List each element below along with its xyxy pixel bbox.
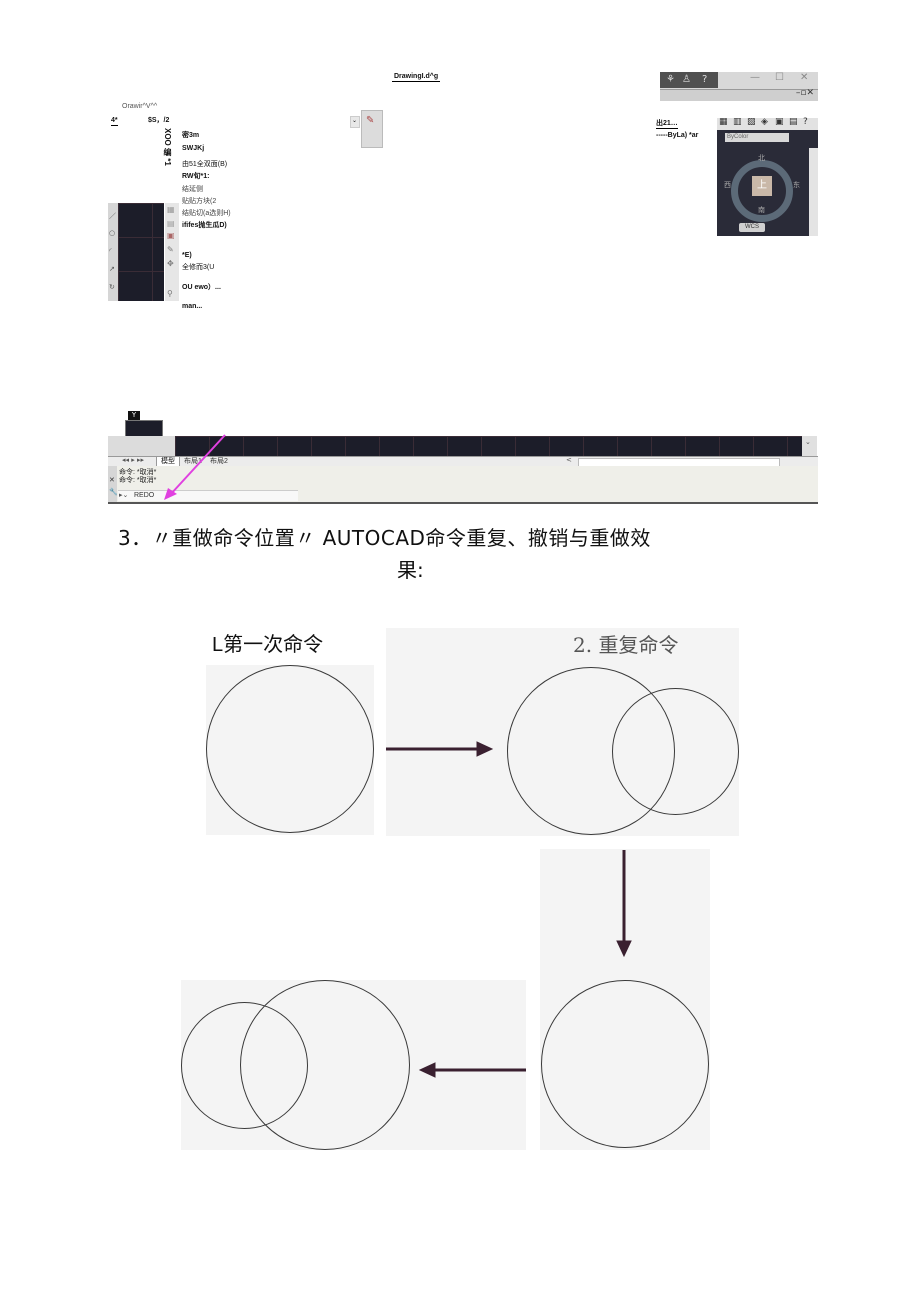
- calc-icon[interactable]: ▤: [789, 117, 798, 127]
- menu-item[interactable]: 贴贴方块(2: [182, 198, 217, 205]
- menu-item[interactable]: man...: [182, 303, 203, 310]
- drawing-viewport-fragment[interactable]: [118, 203, 164, 301]
- circle-repeated: [612, 688, 739, 815]
- circle-redone: [181, 1002, 308, 1129]
- pointer-arrow: [164, 434, 226, 500]
- command-line[interactable]: ▸⌄ REDO: [118, 490, 298, 501]
- menu-item[interactable]: SWJKj: [182, 145, 205, 152]
- move-tool-icon[interactable]: ↗: [109, 265, 115, 273]
- paste-icon: ▤: [167, 219, 175, 228]
- menu-item[interactable]: ififes抛生瓜D): [182, 222, 227, 229]
- eraser-tool[interactable]: ✎: [361, 110, 383, 148]
- tab-layout2[interactable]: 布局2: [210, 458, 228, 465]
- file-title: DrawingI.d^g: [392, 73, 441, 82]
- grid-icon[interactable]: ▦: [719, 117, 728, 127]
- user-icon[interactable]: ♙: [682, 74, 691, 85]
- help-icon[interactable]: ?: [702, 74, 708, 85]
- menu-item[interactable]: RW旬*1:: [182, 173, 210, 180]
- toolbar-label-a: 4*: [111, 117, 118, 126]
- vertical-tab[interactable]: XOO 编 *1: [163, 128, 172, 166]
- arrow-down: [616, 850, 632, 958]
- doc-controls: –▫✕: [660, 88, 818, 101]
- command-input[interactable]: REDO: [134, 492, 155, 499]
- viewcube-north[interactable]: 北: [758, 155, 765, 162]
- drawing-viewport-bottom[interactable]: [175, 436, 802, 456]
- vertical-scrollbar[interactable]: [809, 148, 818, 236]
- command-window: ✕ 🔧 命令: *取消* 命令: *取消* ▸⌄ REDO: [108, 466, 818, 504]
- help-square-icon[interactable]: ?: [803, 117, 808, 127]
- step1-label: L第一次命令: [212, 634, 324, 656]
- menu-item[interactable]: 密3m: [182, 132, 200, 139]
- match-icon[interactable]: ◈: [761, 117, 768, 127]
- bottom-left-bar: [108, 436, 175, 456]
- viewcube-top-face[interactable]: 上: [752, 176, 772, 196]
- zoom-icon: ⚲: [167, 289, 173, 298]
- ucs-y-label: Y: [128, 411, 140, 420]
- circle-original: [541, 980, 709, 1148]
- pencil-icon: ✎: [167, 245, 174, 254]
- viewcube-south[interactable]: 南: [758, 207, 765, 214]
- window-titlebar: ⚘ ♙ ? — ☐ ✕ –▫✕: [660, 72, 818, 101]
- scroll-down-icon: ⌄: [805, 438, 811, 446]
- menu-item[interactable]: 结延侧: [182, 186, 203, 193]
- viewcube-ring[interactable]: [731, 160, 793, 222]
- command-prompt-icon: ▸⌄: [119, 491, 129, 499]
- line-tool-icon[interactable]: ／: [109, 212, 116, 220]
- properties-icon[interactable]: ▧: [747, 117, 756, 127]
- tab-nav-arrows-icon[interactable]: ◂◂ ▸ ▸▸: [122, 456, 145, 464]
- pan-icon: ✥: [167, 259, 174, 268]
- viewport-right: ▦ ▥ ▧ ◈ ▣ ▤ ? ByColor 北 南 西 东 上 WCS: [717, 117, 818, 236]
- menu-item[interactable]: OU ewo）...: [182, 284, 221, 291]
- circle-original: [206, 665, 374, 833]
- block-editor-icon[interactable]: ▣: [775, 117, 784, 127]
- block-icon: ▣: [167, 231, 175, 240]
- caption-line-2: 果:: [397, 558, 424, 582]
- doc-window-controls-icon[interactable]: –▫✕: [795, 88, 814, 98]
- color-select[interactable]: ByColor: [725, 133, 789, 142]
- step2-label: 2. 重复命令: [573, 633, 679, 657]
- viewcube-west[interactable]: 西: [724, 182, 731, 189]
- panel-step1: [206, 665, 374, 835]
- arc-tool-icon[interactable]: ◜: [109, 247, 112, 255]
- wrench-icon[interactable]: 🔧: [109, 488, 118, 496]
- panel-step2: 2. 重复命令: [386, 628, 739, 836]
- window-label: Orawir^V^^: [122, 103, 158, 110]
- quick-access-toolbar: ⚘ ♙ ?: [660, 72, 718, 88]
- layer-icon[interactable]: ▥: [733, 117, 742, 127]
- command-history-line: 命令: *取消*: [119, 469, 157, 476]
- panel-step4: [181, 980, 526, 1150]
- circle-tool-icon[interactable]: ○: [109, 229, 116, 237]
- viewcube-east[interactable]: 东: [793, 182, 800, 189]
- chevron-down-icon: ⌄: [352, 117, 358, 124]
- command-history-line: 命令: *取消*: [119, 477, 157, 484]
- eraser-icon: ✎: [366, 115, 375, 126]
- property-label-b: -----ByLa) *ar: [656, 132, 699, 139]
- close-icon[interactable]: ✕: [109, 476, 115, 484]
- command-window-handle[interactable]: ✕ 🔧: [108, 466, 118, 502]
- menu-item[interactable]: 全修而3(U: [182, 264, 215, 271]
- close-icon[interactable]: ✕: [800, 72, 809, 83]
- maximize-icon[interactable]: ☐: [775, 72, 784, 83]
- rotate-tool-icon[interactable]: ↻: [109, 283, 115, 291]
- property-label-a: 出21…: [656, 120, 678, 129]
- copy-icon: ▦: [167, 205, 175, 214]
- menu-item[interactable]: 结贴切(a选则H): [182, 210, 231, 217]
- hscroll-left-icon[interactable]: <: [566, 456, 572, 464]
- toolbar-label-b: $S，/2: [148, 117, 170, 124]
- minimize-icon[interactable]: —: [750, 72, 760, 83]
- wcs-menu[interactable]: WCS: [739, 223, 765, 232]
- menu-icon-column: ▦ ▤ ▣ ✎ ✥ ⚲: [165, 203, 179, 301]
- tab-layout1[interactable]: 布局1: [184, 458, 202, 465]
- arrow-right: [386, 741, 494, 757]
- ribbon-icons: ▦ ▥ ▧ ◈ ▣ ▤ ?: [717, 117, 818, 130]
- arrow-left: [418, 1062, 526, 1078]
- scrollbar-corner[interactable]: ⌄: [802, 436, 817, 456]
- menu-item[interactable]: 由51全双面(B): [182, 161, 228, 168]
- menu-item[interactable]: *E): [182, 252, 192, 259]
- caption-line-1: 3．〃重做命令位置〃 AUTOCAD命令重复、撤销与重做效: [118, 526, 651, 550]
- dropdown-toggle[interactable]: ⌄: [350, 116, 360, 128]
- share-icon[interactable]: ⚘: [666, 74, 675, 85]
